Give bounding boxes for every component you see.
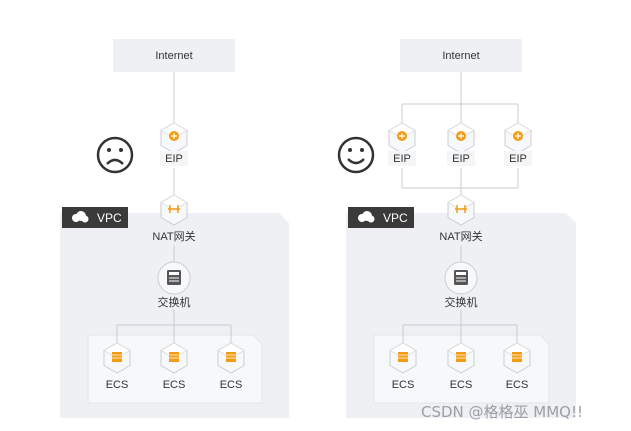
eip-label-left: EIP xyxy=(165,153,183,165)
eip-icon xyxy=(513,131,523,141)
cloud-icon xyxy=(72,211,89,223)
eip-node-right-1 xyxy=(388,122,416,154)
server-icon xyxy=(398,352,408,362)
ecs-label-left-2: ECS xyxy=(163,379,186,391)
nat-label-right: NAT网关 xyxy=(439,229,482,243)
vpc-label-right: VPC xyxy=(383,211,408,225)
switch-node-left xyxy=(157,261,191,295)
ecs-node-right-3 xyxy=(503,342,531,374)
switch-label-right: 交换机 xyxy=(445,295,478,309)
eip-icon xyxy=(456,131,466,141)
cloud-icon xyxy=(358,211,375,223)
ecs-label-right-3: ECS xyxy=(506,379,529,391)
eip-label-right-2: EIP xyxy=(452,153,470,165)
sad-face-icon xyxy=(96,136,134,174)
server-icon xyxy=(169,352,179,362)
ecs-node-right-1 xyxy=(389,342,417,374)
ecs-label-left-1: ECS xyxy=(106,379,129,391)
eip-node-right-3 xyxy=(504,122,532,154)
watermark: CSDN @格格巫 MMQ!! xyxy=(421,403,583,421)
eip-icon xyxy=(397,131,407,141)
ecs-label-right-1: ECS xyxy=(392,379,415,391)
eip-label-right-3: EIP xyxy=(509,153,527,165)
internet-label-right: Internet xyxy=(442,50,479,62)
nat-icon xyxy=(455,205,467,213)
eip-icon xyxy=(169,131,179,141)
ecs-node-right-2 xyxy=(447,342,475,374)
switch-icon xyxy=(167,270,181,285)
server-icon xyxy=(226,352,236,362)
nat-node-right xyxy=(447,194,475,226)
server-icon xyxy=(456,352,466,362)
internet-box-left xyxy=(113,39,235,72)
nat-label-left: NAT网关 xyxy=(152,229,195,243)
eip-node-left xyxy=(160,122,188,154)
ecs-label-left-3: ECS xyxy=(220,379,243,391)
ecs-label-right-2: ECS xyxy=(450,379,473,391)
nat-icon xyxy=(168,205,180,213)
eip-node-right-2 xyxy=(447,122,475,154)
switch-node-right xyxy=(444,261,478,295)
ecs-node-left-2 xyxy=(160,342,188,374)
internet-label-left: Internet xyxy=(155,50,192,62)
ecs-node-left-3 xyxy=(217,342,245,374)
happy-face-icon xyxy=(337,136,375,174)
ecs-node-left-1 xyxy=(103,342,131,374)
vpc-label-left: VPC xyxy=(97,211,122,225)
switch-icon xyxy=(454,270,468,285)
eip-label-right-1: EIP xyxy=(393,153,411,165)
nat-node-left xyxy=(160,194,188,226)
switch-label-left: 交换机 xyxy=(158,295,191,309)
internet-box-right xyxy=(400,39,522,72)
server-icon xyxy=(512,352,522,362)
server-icon xyxy=(112,352,122,362)
